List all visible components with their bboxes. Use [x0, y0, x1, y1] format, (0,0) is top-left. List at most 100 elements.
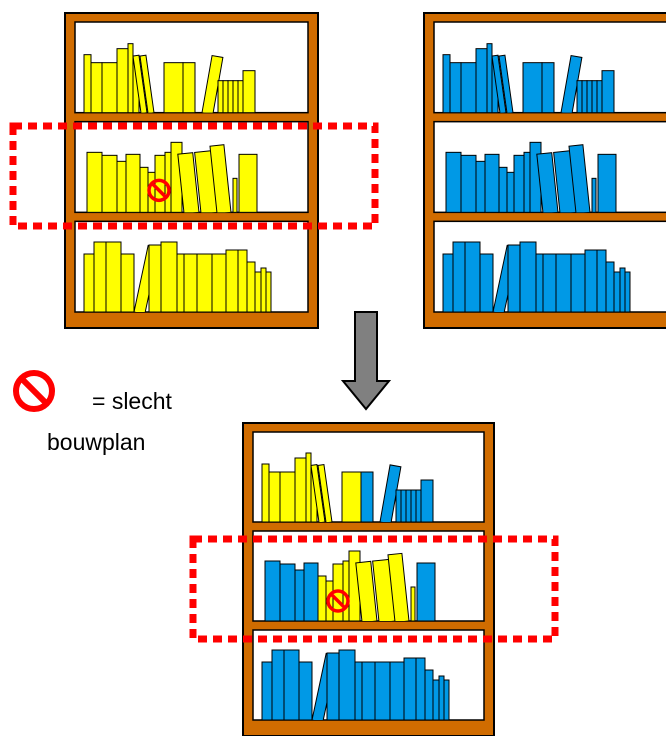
- book: [268, 471, 281, 522]
- book: [196, 253, 213, 312]
- book: [506, 171, 515, 213]
- book: [523, 151, 531, 213]
- book: [294, 457, 307, 522]
- book: [536, 152, 559, 213]
- book: [596, 249, 607, 312]
- book: [507, 244, 521, 312]
- book: [238, 153, 258, 213]
- prohibition-ring: [326, 589, 350, 613]
- book: [498, 54, 514, 113]
- book: [522, 62, 543, 113]
- book: [125, 153, 141, 213]
- book: [283, 649, 300, 720]
- book: [222, 80, 229, 113]
- book: [237, 80, 244, 113]
- legend-icon-layer: [13, 370, 55, 412]
- book: [310, 463, 326, 522]
- book: [405, 489, 412, 522]
- book: [86, 151, 103, 213]
- legend-prohibition-icon: [13, 370, 55, 412]
- book: [148, 244, 162, 312]
- book: [326, 652, 340, 720]
- book: [475, 48, 488, 113]
- shelf-books: [442, 241, 631, 312]
- book: [410, 489, 417, 522]
- prohibition-slash: [150, 182, 168, 199]
- shelf-books: [83, 241, 272, 312]
- book: [597, 153, 617, 213]
- book: [479, 253, 494, 312]
- book: [568, 144, 591, 213]
- book: [154, 154, 166, 213]
- book: [298, 661, 313, 720]
- book: [361, 661, 376, 720]
- book: [338, 649, 356, 720]
- book: [317, 575, 327, 621]
- book: [570, 253, 586, 312]
- book: [460, 62, 477, 113]
- book: [498, 166, 508, 213]
- book: [464, 241, 481, 312]
- book: [232, 80, 239, 113]
- book: [101, 62, 118, 113]
- book: [355, 560, 378, 621]
- book: [415, 489, 422, 522]
- prohibition-ring: [13, 370, 55, 412]
- book: [182, 62, 196, 113]
- shelf-1: [74, 21, 309, 114]
- bookcase-parent-yellow: [9, 12, 379, 329]
- book: [541, 62, 555, 113]
- book: [443, 679, 450, 720]
- book: [93, 241, 107, 312]
- book: [460, 154, 477, 213]
- book: [400, 489, 407, 522]
- book: [442, 54, 451, 113]
- book: [317, 463, 333, 522]
- book: [163, 62, 184, 113]
- shelf-books: [261, 649, 450, 720]
- highlight-box: [9, 122, 379, 230]
- book: [410, 586, 416, 621]
- book: [415, 657, 426, 720]
- book: [555, 253, 572, 312]
- book: [120, 253, 135, 312]
- book: [395, 489, 402, 522]
- book: [271, 649, 285, 720]
- book: [261, 463, 270, 522]
- book: [90, 62, 103, 113]
- book: [389, 661, 405, 720]
- legend-bad-blueprint-label: bouwplan: [47, 429, 146, 455]
- book: [209, 144, 232, 213]
- book: [303, 562, 319, 621]
- shelf-2: [433, 120, 666, 214]
- legend-equals-bad-label: = slecht: [92, 388, 172, 414]
- book: [491, 54, 507, 113]
- book: [416, 562, 436, 621]
- book: [225, 249, 239, 312]
- bookcase-parent-blue: [423, 12, 666, 329]
- book: [183, 253, 198, 312]
- book: [424, 669, 434, 720]
- book: [596, 80, 603, 113]
- book: [254, 271, 262, 312]
- book: [132, 54, 148, 113]
- arrow-down-icon: [340, 311, 392, 411]
- shelf-3: [433, 220, 666, 313]
- book: [232, 177, 238, 213]
- shelf-books: [86, 141, 258, 213]
- book: [601, 70, 615, 113]
- book: [484, 153, 500, 213]
- book: [265, 271, 272, 312]
- book: [445, 151, 462, 213]
- book: [116, 48, 129, 113]
- book: [105, 241, 122, 312]
- shelf-books: [445, 141, 617, 213]
- shelf-1: [252, 431, 485, 523]
- shelf-books: [442, 43, 615, 113]
- prohibition-icon: [147, 178, 171, 203]
- book: [584, 249, 598, 312]
- book: [374, 661, 391, 720]
- book: [605, 261, 615, 312]
- book: [261, 661, 273, 720]
- book: [305, 452, 312, 522]
